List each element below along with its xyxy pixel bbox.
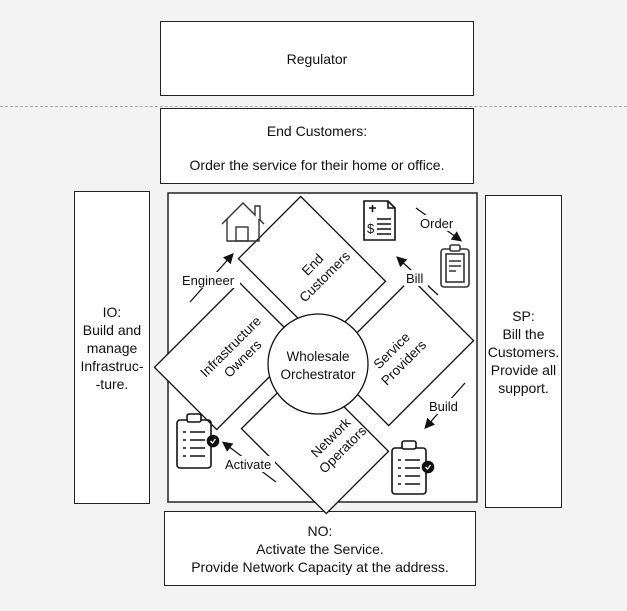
- io-box: IO: Build and manage Infrastruc- -ture.: [74, 191, 150, 504]
- divider-line: [0, 106, 627, 107]
- order-label: Order: [420, 216, 454, 231]
- no-text: NO: Activate the Service. Provide Networ…: [191, 522, 449, 575]
- diamond-infrastructure-owners: [153, 281, 303, 431]
- center-label-1: Wholesale: [286, 349, 349, 364]
- engineer-label-bg: [180, 272, 240, 288]
- engineer-label: Engineer: [182, 273, 235, 288]
- invoice-icon: $: [363, 200, 396, 241]
- order-label-bg: [418, 215, 458, 231]
- regulator-box: Regulator: [160, 21, 474, 96]
- regulator-label: Regulator: [286, 50, 348, 67]
- wholesale-orchestrator-circle: [267, 313, 369, 415]
- diamond-end-customers: [237, 195, 387, 345]
- end-customers-description: Order the service for their home or offi…: [189, 157, 445, 173]
- sp-box: SP: Bill the Customers. Provide all supp…: [485, 195, 562, 508]
- io-text: IO: Build and manage Infrastruc- -ture.: [80, 303, 144, 392]
- bill-label: Bill: [406, 271, 423, 286]
- no-box: NO: Activate the Service. Provide Networ…: [164, 511, 476, 586]
- build-label: Build: [429, 399, 458, 414]
- end-customers-title: End Customers:: [266, 123, 368, 139]
- end-customers-box: End Customers: Order the service for the…: [160, 108, 474, 184]
- sp-text: SP: Bill the Customers. Provide all supp…: [487, 307, 560, 396]
- clipboard-icon: [440, 244, 470, 288]
- diamond-network-operators: [240, 365, 390, 515]
- build-label-bg: [427, 398, 463, 414]
- svg-text:$: $: [367, 221, 375, 236]
- checklist-icon-right: [391, 440, 435, 495]
- house-icon: [221, 202, 265, 242]
- activate-label: Activate: [225, 457, 271, 472]
- center-label-2: Orchestrator: [280, 367, 356, 382]
- bill-label-bg: [404, 270, 428, 286]
- activate-label-bg: [223, 456, 275, 472]
- checklist-icon-left: [176, 413, 220, 469]
